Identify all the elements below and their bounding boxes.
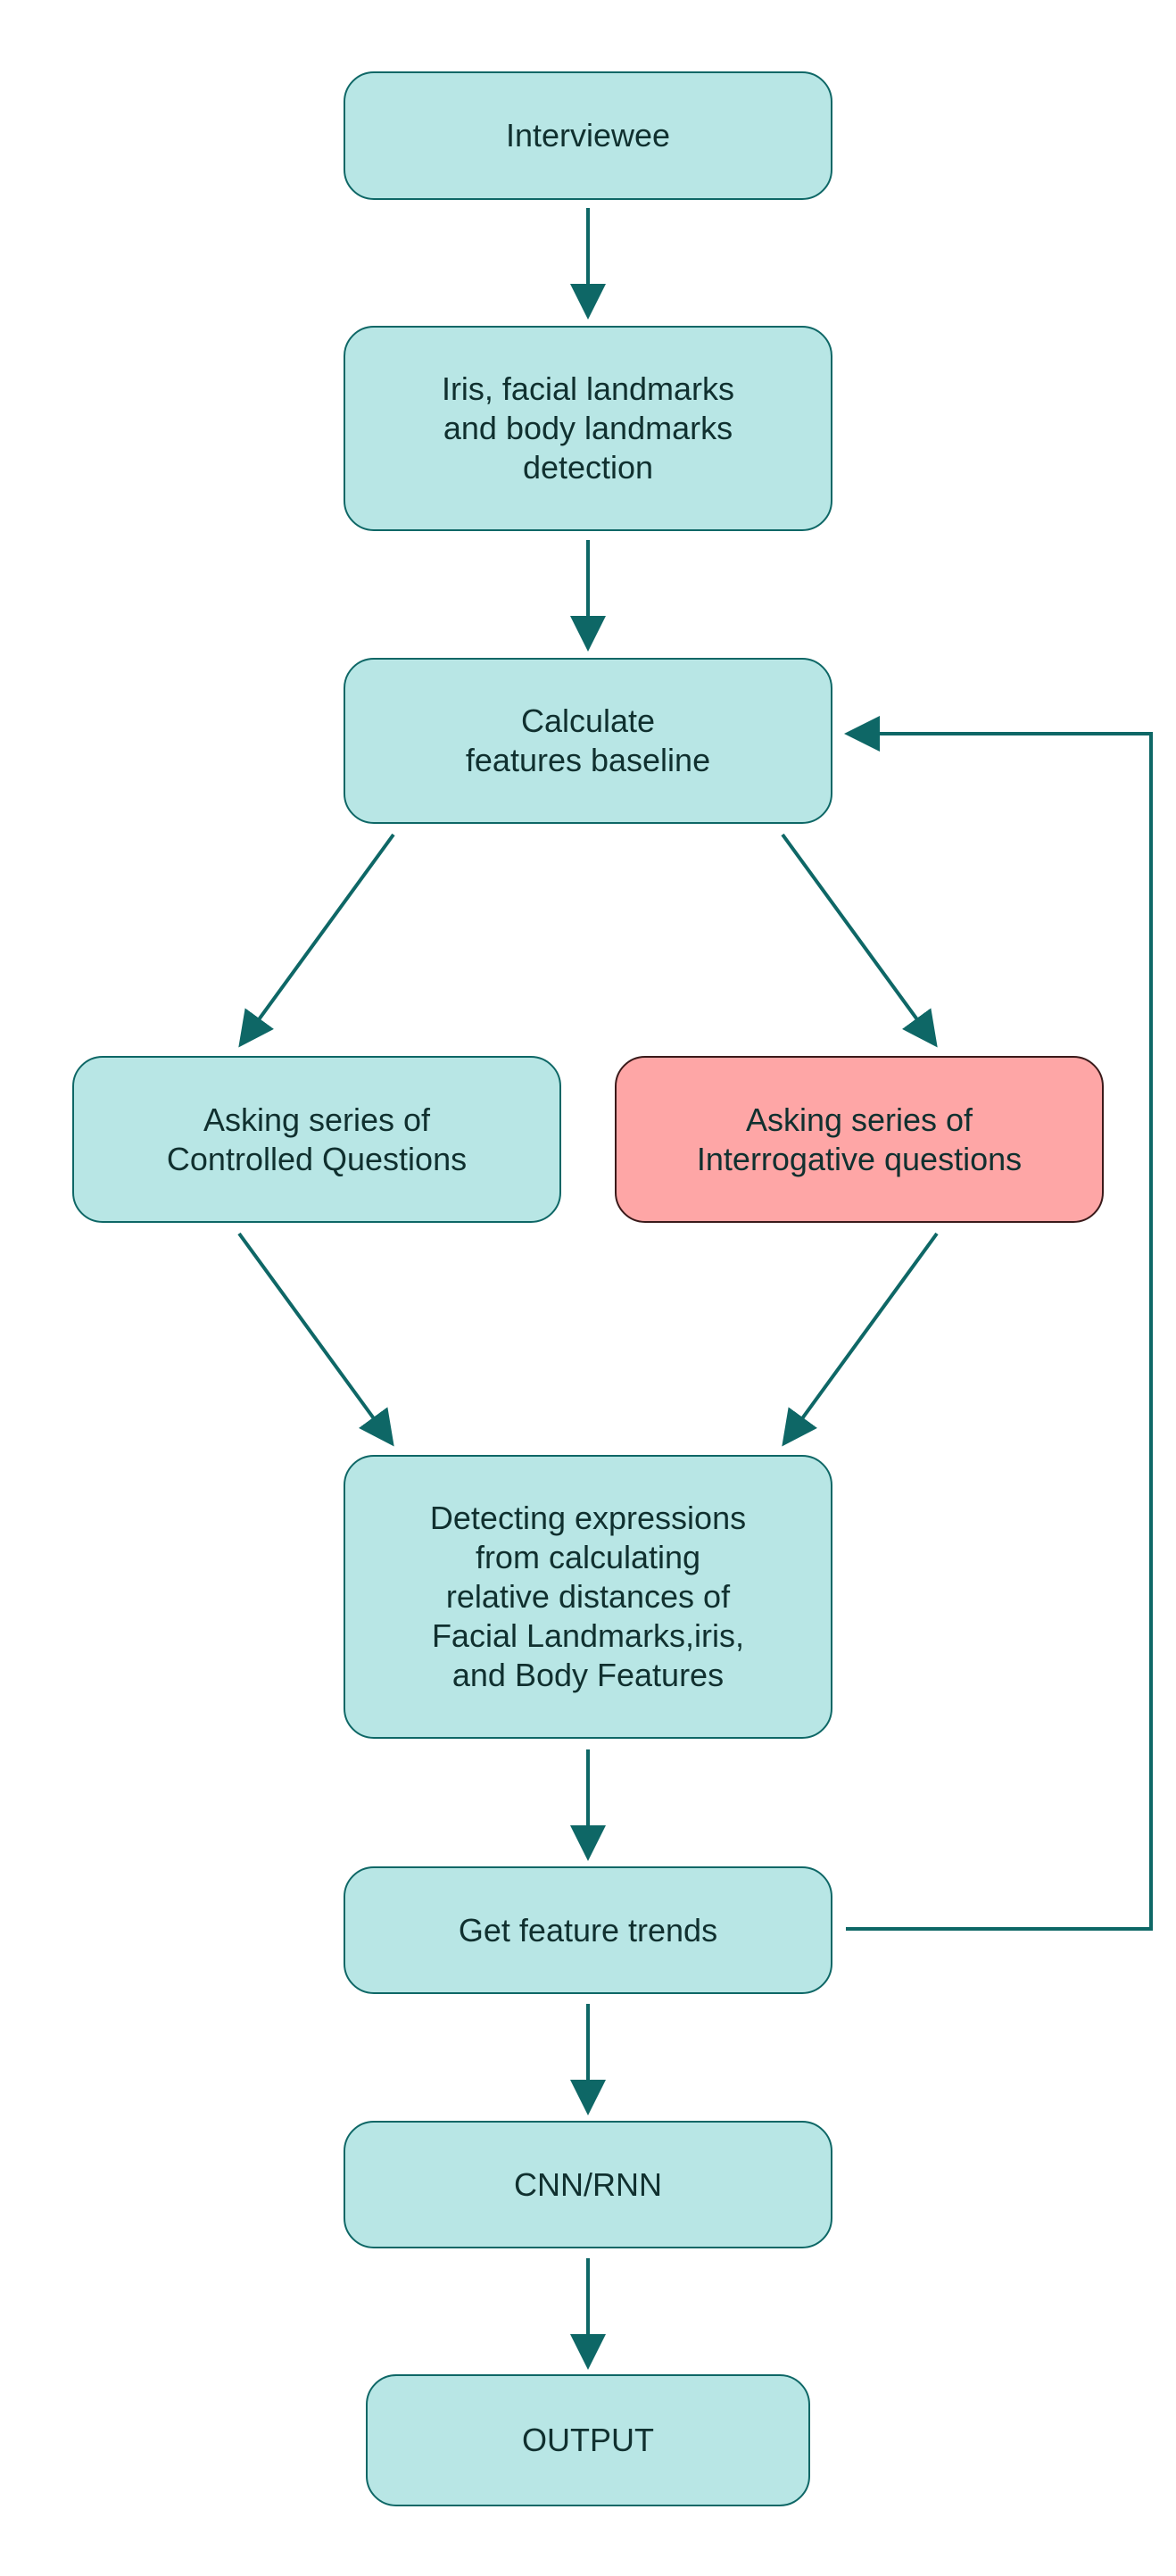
node-feature-trends: Get feature trends (344, 1866, 832, 1994)
node-cnn-rnn-label: CNN/RNN (514, 2165, 662, 2203)
node-controlled-questions: Asking series of Controlled Questions (72, 1056, 561, 1223)
node-detection-label: Iris, facial landmarks and body landmark… (441, 370, 735, 486)
arrow-baseline-to-interrogative (781, 833, 938, 1048)
node-interrogative-questions-label: Asking series of Interrogative questions (696, 1101, 1023, 1177)
node-detecting-expressions: Detecting expressions from calculating r… (344, 1455, 832, 1739)
node-interviewee-label: Interviewee (505, 117, 671, 154)
arrow-feedback-trends-to-baseline (844, 716, 1153, 1931)
arrow-controlled-to-expressions (237, 1232, 394, 1447)
node-feature-trends-label: Get feature trends (458, 1911, 718, 1949)
node-detection: Iris, facial landmarks and body landmark… (344, 326, 832, 531)
node-interviewee: Interviewee (344, 71, 832, 200)
node-baseline-label: Calculate features baseline (465, 702, 711, 778)
node-controlled-questions-label: Asking series of Controlled Questions (166, 1101, 468, 1177)
node-cnn-rnn: CNN/RNN (344, 2121, 832, 2248)
arrow-interrogative-to-expressions (782, 1232, 939, 1447)
node-interrogative-questions: Asking series of Interrogative questions (615, 1056, 1104, 1223)
node-output: OUTPUT (366, 2374, 810, 2506)
node-detecting-expressions-label: Detecting expressions from calculating r… (429, 1500, 747, 1693)
node-output-label: OUTPUT (522, 2422, 654, 2458)
arrow-baseline-to-controlled (238, 833, 395, 1048)
node-baseline: Calculate features baseline (344, 658, 832, 824)
